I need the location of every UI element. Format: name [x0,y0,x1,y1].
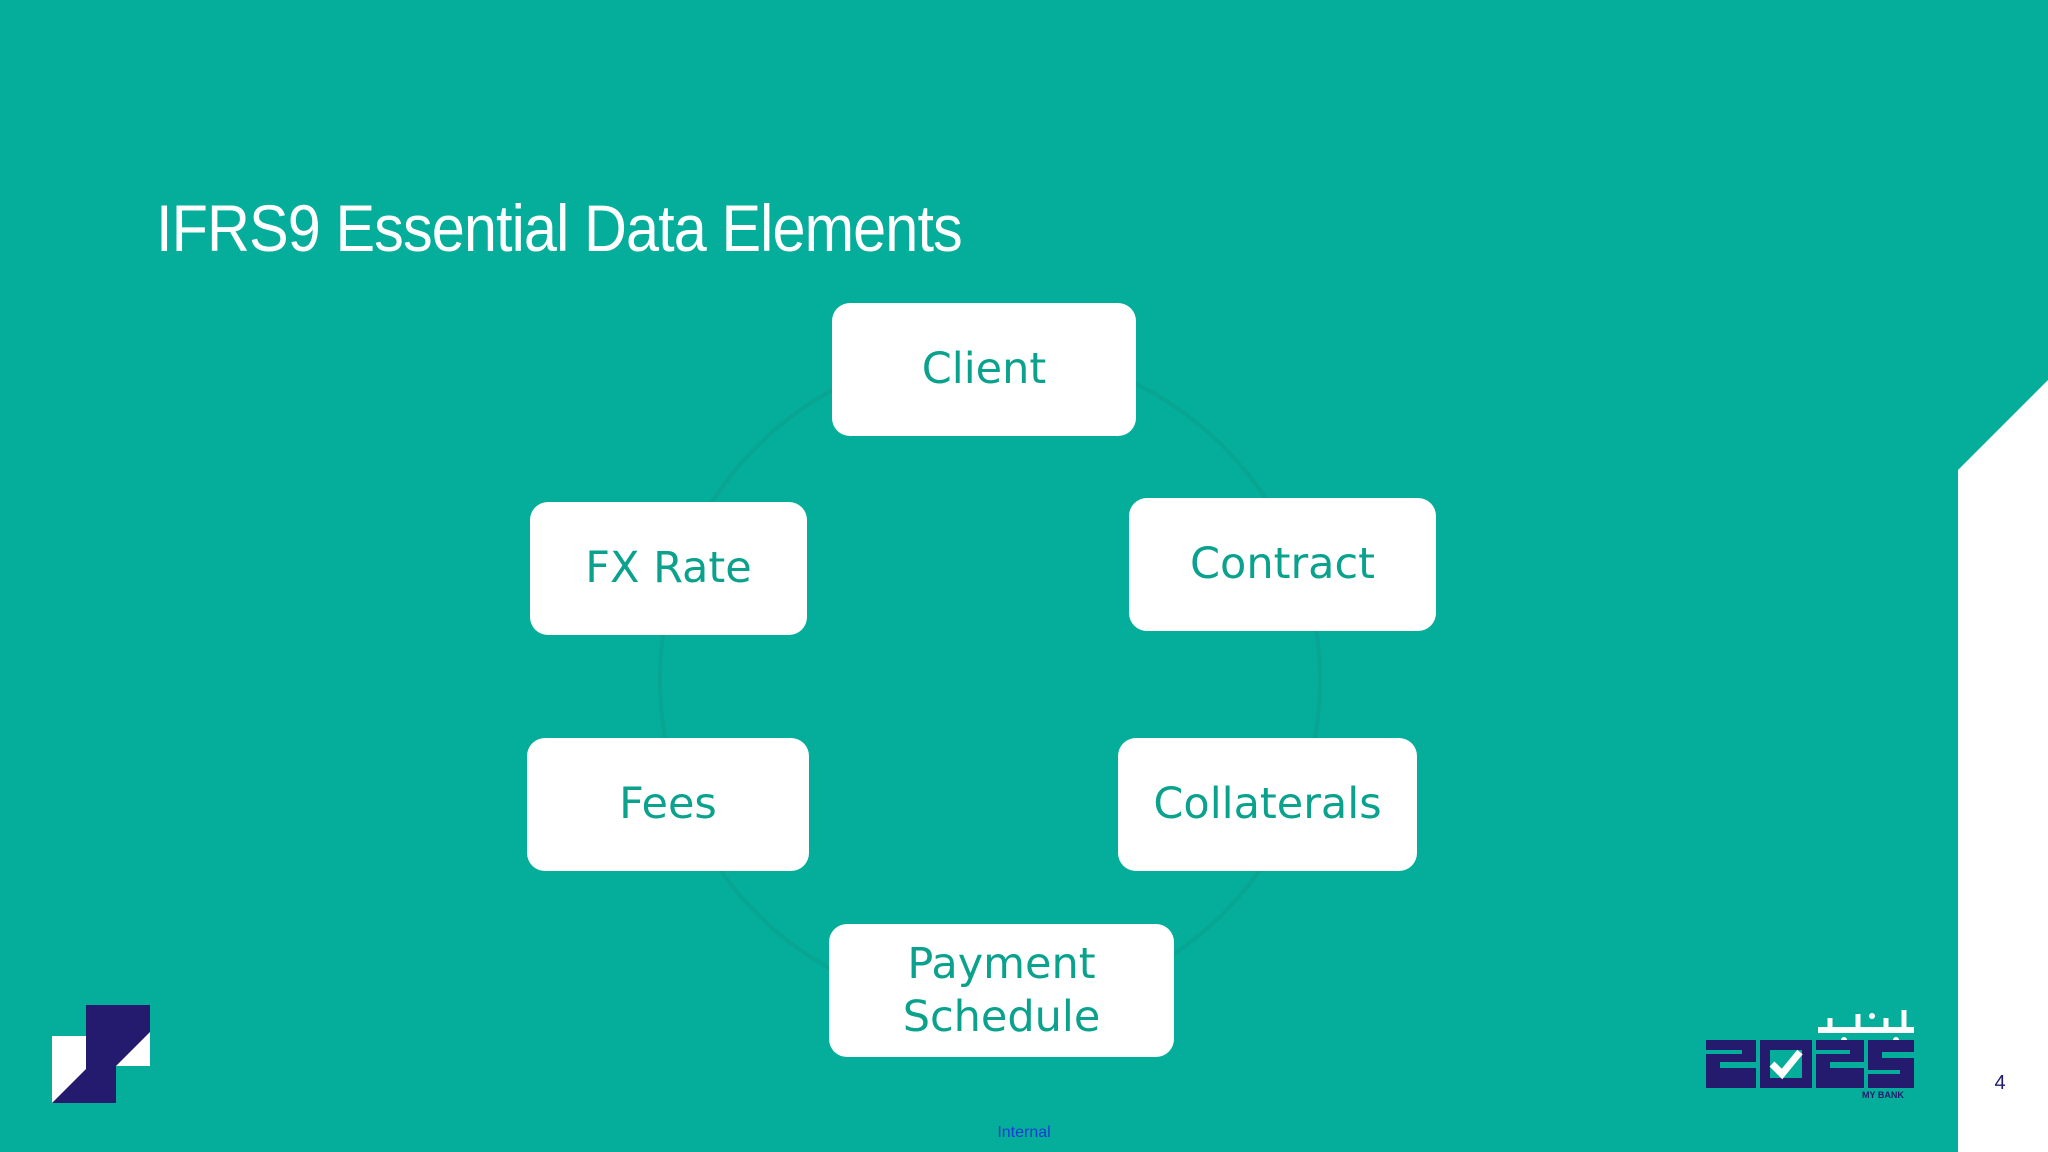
classification-label: Internal [997,1124,1051,1141]
node-contract: Contract [1129,498,1436,631]
corner-logo-icon [52,1005,150,1103]
node-collaterals: Collaterals [1118,738,1417,871]
node-payment-schedule-label: Payment Schedule [902,939,1101,1042]
node-fees-label: Fees [619,779,717,830]
node-fees: Fees [527,738,809,871]
slide-title: IFRS9 Essential Data Elements [156,191,963,265]
node-client: Client [832,303,1136,436]
node-payment-schedule: Payment Schedule [829,924,1174,1057]
brand-logo-subtext: MY BANK [1862,1090,1904,1100]
node-fx-rate-label: FX Rate [585,543,752,594]
node-contract-label: Contract [1190,539,1375,590]
brand-2025-logo-icon [1706,1010,1914,1088]
node-collaterals-label: Collaterals [1153,779,1382,830]
node-fx-rate: FX Rate [530,502,807,635]
page-number: 4 [1994,1072,2006,1094]
node-client-label: Client [921,344,1047,395]
